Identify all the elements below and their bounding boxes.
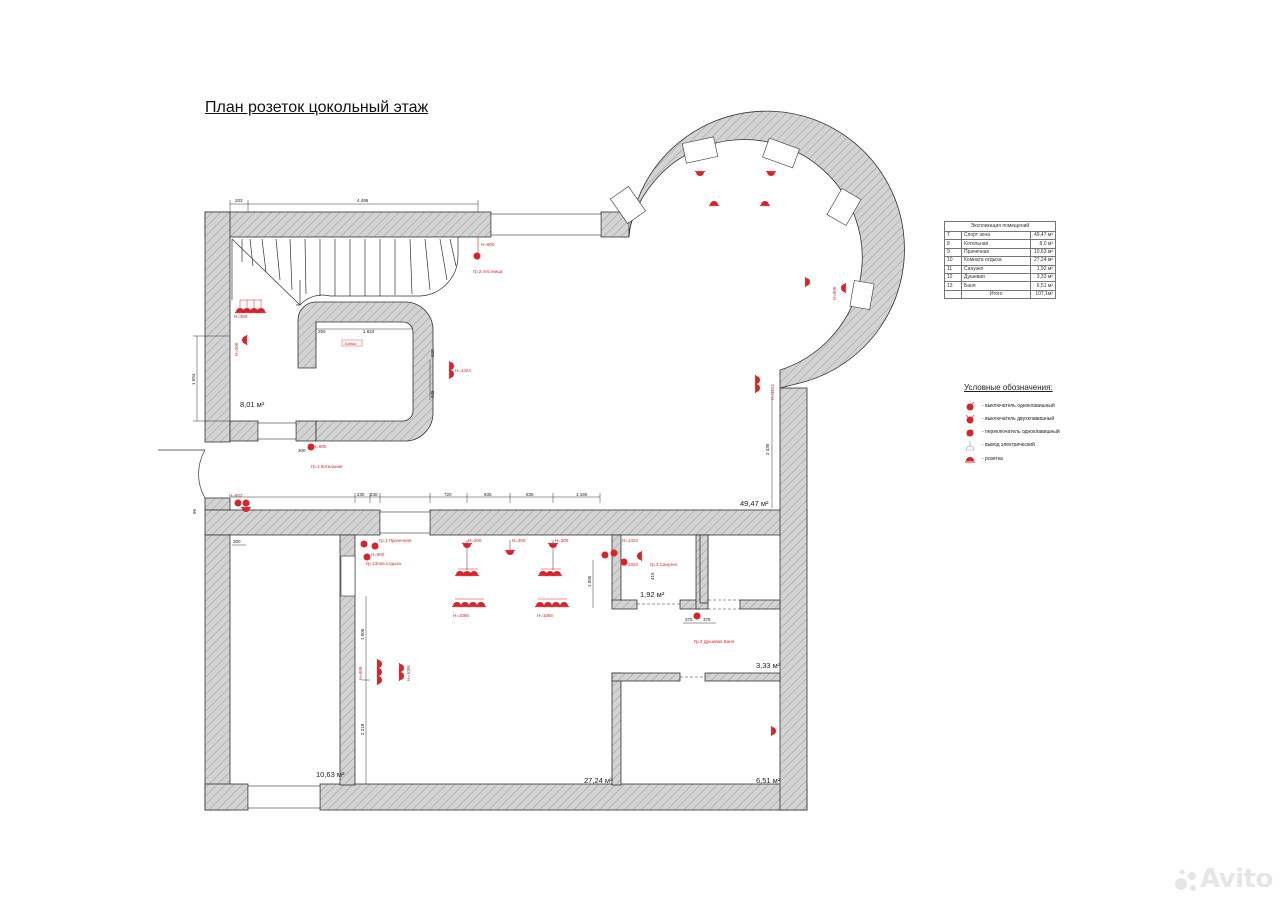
svg-text:1 594: 1 594 [191,373,196,385]
svg-text:H=900: H=900 [832,286,837,300]
svg-text:1 190: 1 190 [576,492,588,497]
svg-text:96: 96 [192,508,197,514]
svg-text:H=900: H=900 [371,552,385,557]
svg-text:Гр.2 лестница: Гр.2 лестница [473,269,503,274]
svg-text:H=900: H=900 [358,666,363,680]
svg-text:H=1096: H=1096 [406,665,411,681]
svg-text:300: 300 [233,539,241,544]
svg-text:H=1324: H=1324 [622,562,638,567]
svg-text:H=1324: H=1324 [770,384,775,400]
legend-item: - вывод электрический [964,441,1060,455]
svg-text:375: 375 [685,617,693,622]
svg-text:230: 230 [370,492,378,497]
svg-text:2 218: 2 218 [360,723,365,735]
dimension-texts: 203 4 495 1 594 1 624 250 2 430 720 835 … [191,198,770,735]
svg-text:H=300: H=300 [512,538,526,543]
svg-text:203: 203 [235,198,243,203]
svg-text:Гр.3 Санузел: Гр.3 Санузел [650,562,678,567]
area-dushevaya: 3,33 м² [756,661,781,670]
svg-text:H=1065: H=1065 [537,613,553,618]
area-kotelnaya: 8,01 м² [240,400,265,409]
watermark: Avito [1200,864,1273,894]
explication-caption: Экспликация помещений [944,221,1056,232]
socket-icon [965,457,975,463]
svg-text:230: 230 [357,492,365,497]
svg-text:2 430: 2 430 [765,443,770,455]
legend: Условные обозначения: - выключатель одно… [964,383,1060,468]
switch-toggle-icon [966,429,974,437]
svg-text:Гр.3 Душевая Баня: Гр.3 Душевая Баня [694,639,735,644]
svg-text:720: 720 [444,492,452,497]
svg-text:375: 375 [703,617,711,622]
svg-text:835: 835 [526,492,534,497]
svg-text:H=1324: H=1324 [455,368,471,373]
room-areas: 8,01 м² 49,47 м² 10,63 м² 27,24 м² 1,92 … [240,400,781,785]
staircase [231,237,459,306]
electrical-symbols [234,170,847,737]
svg-text:H=300: H=300 [234,342,239,356]
svg-text:250: 250 [318,329,326,334]
svg-text:H=900: H=900 [481,242,495,247]
avito-logo-icon [1175,869,1196,891]
svg-text:415: 415 [650,572,655,580]
legend-item: - переключатель одноклавишный [964,428,1060,441]
svg-text:835: 835 [484,492,492,497]
svg-text:Гр.1Зона отдыха: Гр.1Зона отдыха [366,561,401,566]
svg-text:1 000: 1 000 [360,628,365,640]
svg-text:H=1065: H=1065 [453,613,469,618]
legend-item: - розетка [964,455,1060,468]
svg-text:H=300: H=300 [555,538,569,543]
legend-title: Условные обозначения: [964,383,1053,392]
svg-text:Гр.1 Котельная: Гр.1 Котельная [311,464,343,469]
svg-text:1 095: 1 095 [587,575,592,587]
legend-item: - выключатель одноклавишный [964,402,1060,415]
svg-text:H=903: H=903 [229,493,243,498]
area-sport: 49,47 м² [740,499,769,508]
svg-text:Банка: Банка [345,341,357,346]
walls [204,211,808,811]
svg-text:925: 925 [430,390,435,398]
svg-text:320: 320 [430,349,435,357]
svg-text:4 495: 4 495 [357,198,369,203]
legend-item: - выключатель двухклавишный [964,415,1060,428]
height-marks: H=900 Гр.2 лестница H=300 H=300 H=1324 H… [229,242,837,681]
switch-double-icon [965,415,975,424]
area-otdyh: 27,24 м² [584,776,613,785]
area-prachechnaya: 10,63 м² [316,770,345,779]
svg-text:1 624: 1 624 [363,329,375,334]
windows [247,213,602,809]
svg-text:300: 300 [298,448,306,453]
svg-text:H=300: H=300 [468,538,482,543]
svg-text:H=900: H=900 [313,444,327,449]
area-banya: 6,51 м² [756,776,781,785]
dimension-lines [193,200,773,784]
area-sanuzel: 1,92 м² [640,590,665,599]
switch-single-icon [966,402,975,411]
svg-text:Гр.1 Прачечная: Гр.1 Прачечная [379,538,412,543]
svg-text:H=1324: H=1324 [622,538,638,543]
plan-title: План розеток цокольный этаж [205,99,429,116]
electric-outlet-icon [965,441,975,451]
tower-wall [609,110,905,389]
svg-text:H=300: H=300 [234,314,248,319]
